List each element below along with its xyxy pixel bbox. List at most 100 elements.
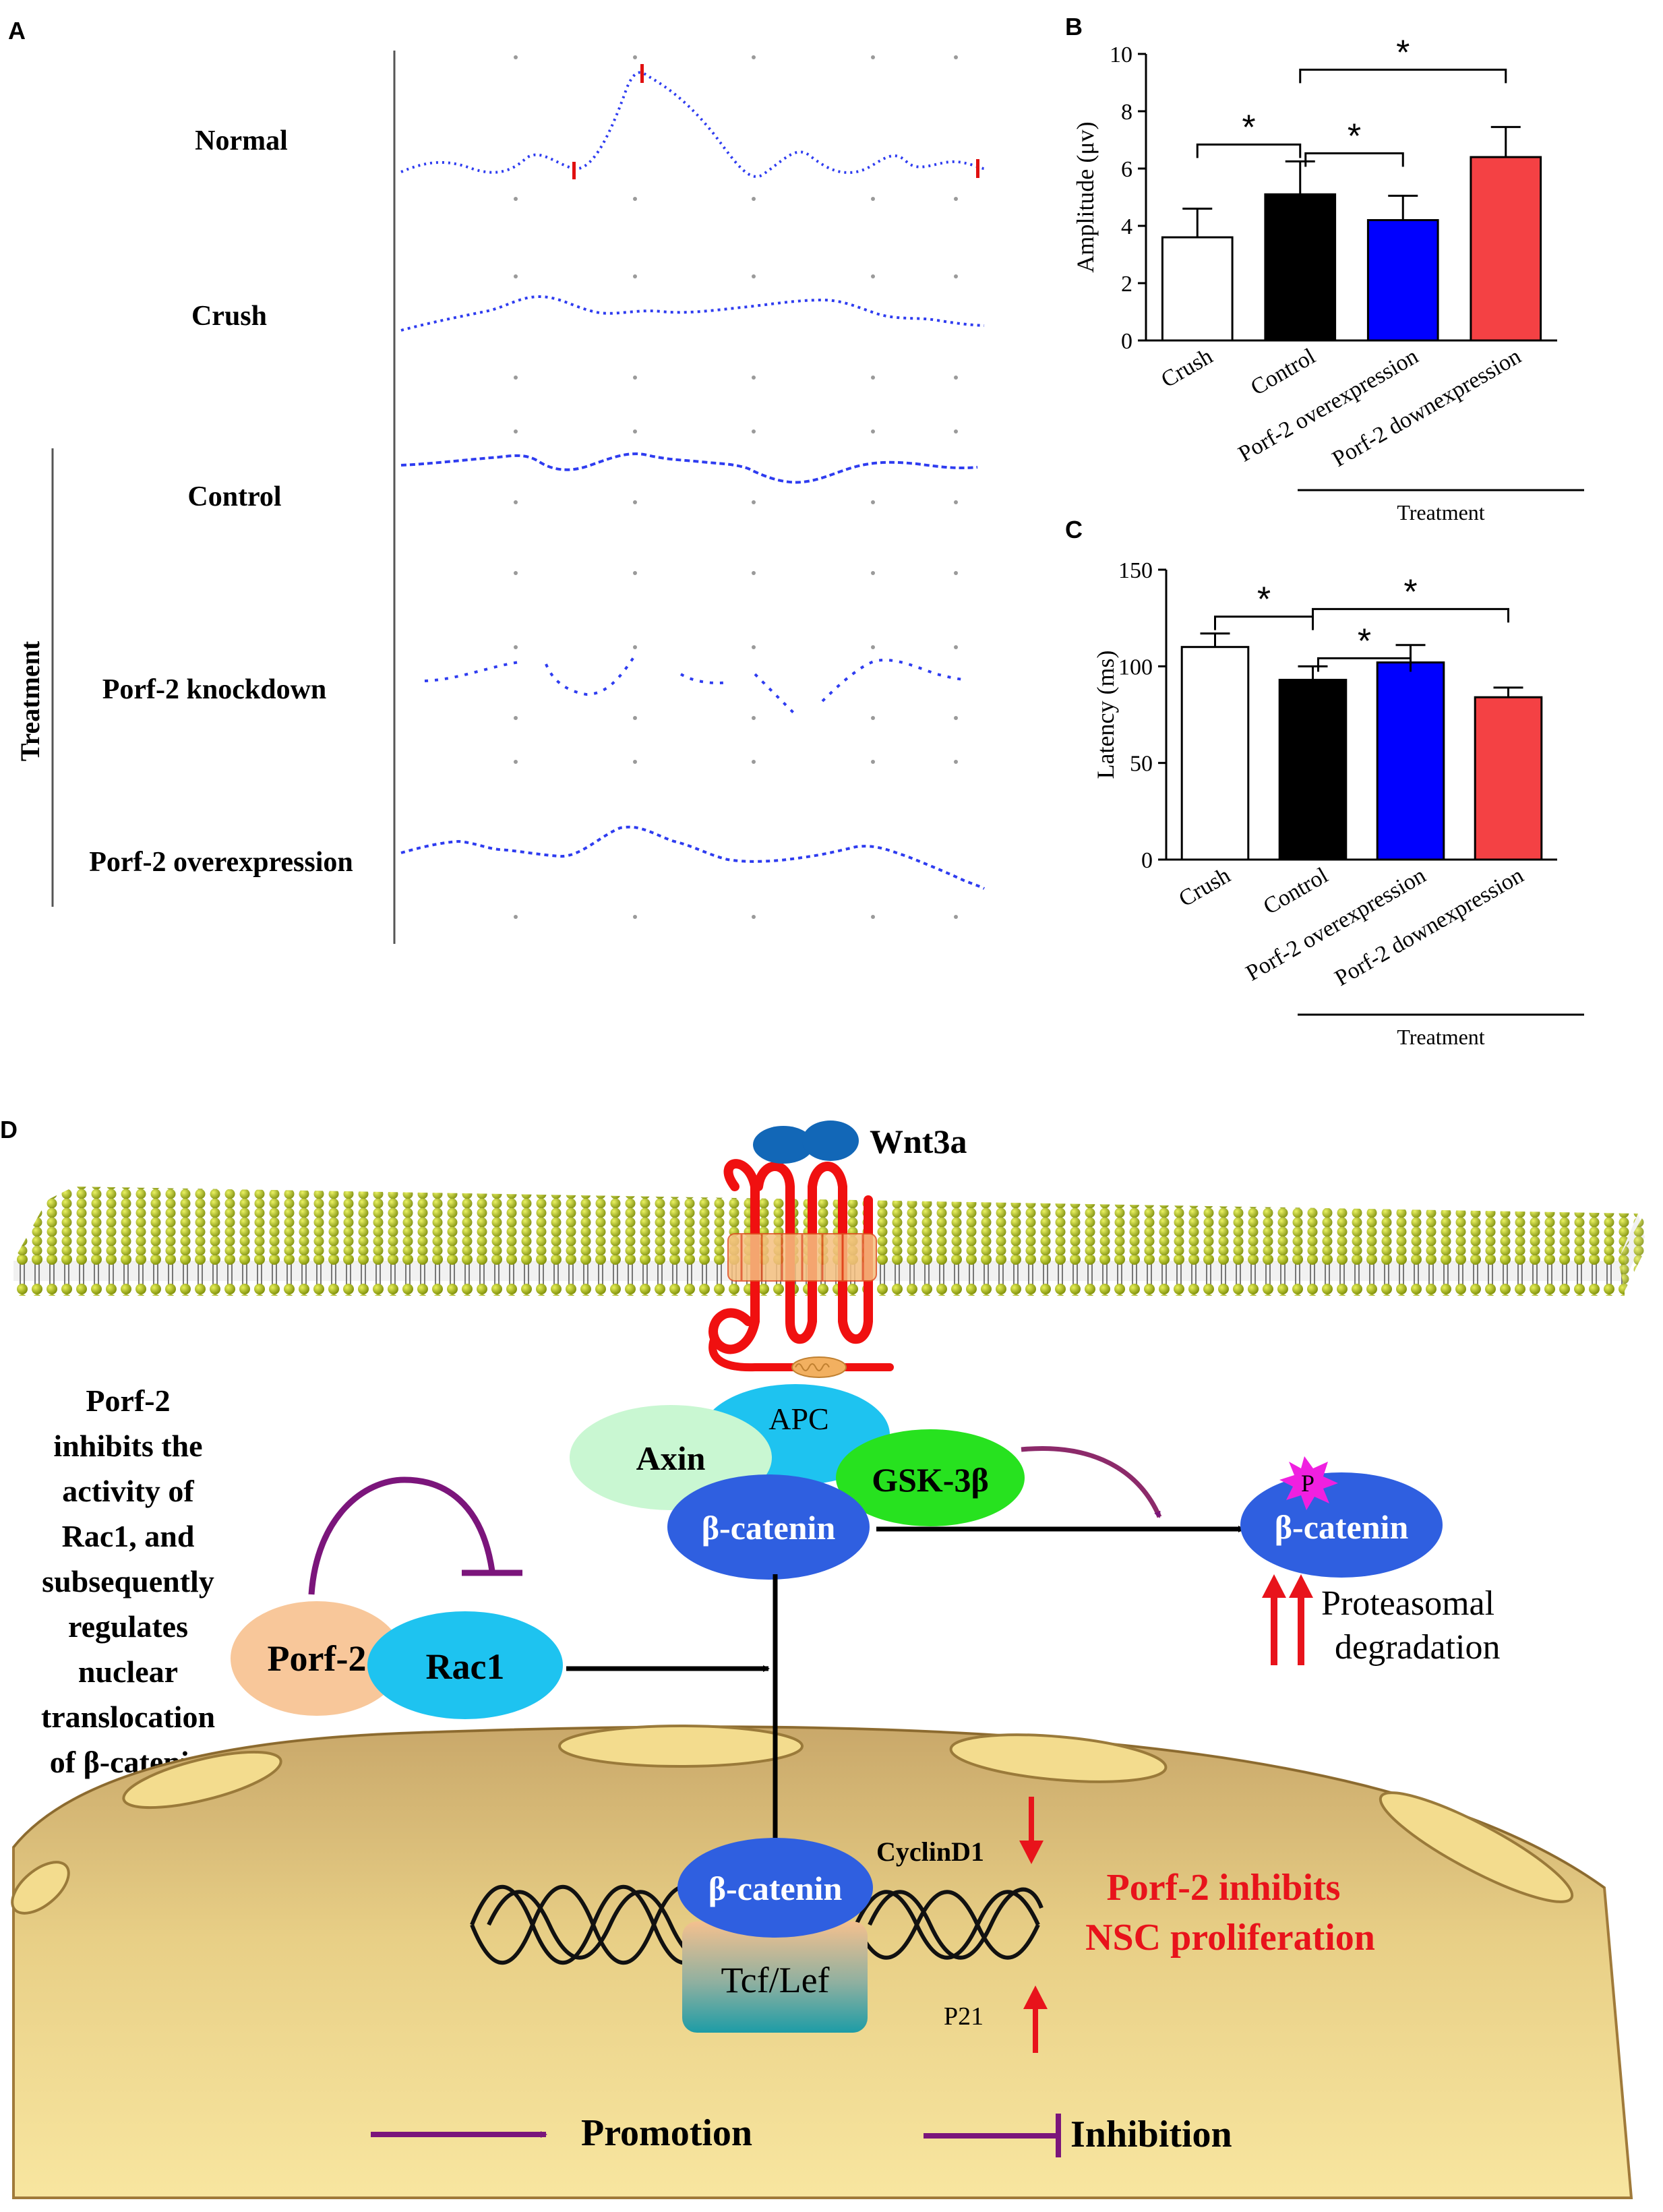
- x-tick-label: Porf-2 downexpression: [1331, 863, 1528, 991]
- y-tick-label: 0: [1141, 848, 1153, 873]
- trace-label-knockdown: Porf-2 knockdown: [102, 674, 327, 705]
- grid-dot: [954, 760, 958, 764]
- rac1-label: Rac1: [426, 1646, 505, 1687]
- bar: [1278, 678, 1348, 861]
- proteasomal-label: Proteasomal: [1321, 1584, 1494, 1623]
- y-axis-label: Latency (ms): [1092, 651, 1119, 779]
- wnt3a-label: Wnt3a: [870, 1123, 967, 1160]
- trace-label-normal: Normal: [195, 125, 288, 156]
- grid-dot: [633, 55, 637, 59]
- significance-bracket: [1312, 607, 1509, 623]
- wnt3a-ligand: Wnt3a: [753, 1120, 967, 1164]
- grid-dot: [871, 197, 875, 201]
- significance-star: *: [1348, 117, 1361, 156]
- significance-star: *: [1403, 572, 1417, 611]
- grid-dot: [633, 645, 637, 649]
- bar: [1474, 696, 1543, 861]
- panel-d: D: [0, 1116, 1645, 2199]
- grid-dot: [954, 429, 958, 434]
- significance-star: *: [1242, 108, 1255, 147]
- bar: [1376, 661, 1445, 861]
- note-line: activity of: [62, 1474, 194, 1508]
- tcf-lef-label: Tcf/Lef: [721, 1960, 829, 2000]
- grid-dot: [752, 429, 756, 434]
- grid-dot: [514, 571, 518, 575]
- grid-dot: [752, 197, 756, 201]
- trace-marker-end: [976, 159, 979, 178]
- beta-catenin-nuclear-label: β-catenin: [708, 1870, 843, 1907]
- grid-dot: [752, 55, 756, 59]
- y-tick-label: 50: [1130, 752, 1153, 777]
- significance-bracket: [1304, 152, 1404, 167]
- panel-a: A Treatment Normal Crush Control Porf-2 …: [8, 17, 986, 944]
- significance-bracket: [1214, 616, 1314, 630]
- grid-dot: [633, 716, 637, 720]
- cyclind1-label: CyclinD1: [876, 1836, 984, 1867]
- grid-dot: [752, 716, 756, 720]
- grid-dot: [954, 274, 958, 278]
- treatment-label: Treatment: [15, 640, 45, 761]
- trace-control: [400, 452, 978, 484]
- significance-bracket: [1317, 657, 1412, 672]
- bar: [1366, 219, 1439, 342]
- grid-dot: [752, 760, 756, 764]
- grid-dot: [871, 760, 875, 764]
- panel-c-letter: C: [1065, 516, 1083, 543]
- grid-dot: [633, 274, 637, 278]
- axin-label: Axin: [636, 1439, 706, 1477]
- note-line: inhibits the: [53, 1429, 202, 1463]
- grid-dot: [752, 376, 756, 380]
- grid-dot: [514, 376, 518, 380]
- trace-label-overexpression: Porf-2 overexpression: [89, 847, 353, 878]
- grid-dot: [954, 571, 958, 575]
- dna-helix: [470, 1884, 1044, 1965]
- y-axis-label: Amplitude (μv): [1072, 121, 1099, 272]
- grid-dot: [954, 500, 958, 504]
- x-tick-label: Control: [1259, 863, 1332, 920]
- grid-dot: [954, 645, 958, 649]
- grid-dot: [633, 760, 637, 764]
- grid-dot: [871, 274, 875, 278]
- legend-inhibition-label: Inhibition: [1070, 2114, 1232, 2155]
- grid-dot: [633, 915, 637, 919]
- x-tick-label: Porf-2 overexpression: [1234, 344, 1422, 467]
- porf2-inhibition-arc: [308, 1476, 495, 1595]
- grid-dot: [871, 500, 875, 504]
- y-tick-label: 2: [1121, 272, 1132, 297]
- significance-bracket: [1196, 143, 1302, 158]
- treatment-group-label: Treatment: [1397, 1025, 1484, 1049]
- degradation-label: degradation: [1335, 1628, 1500, 1667]
- apc-label: APC: [768, 1402, 828, 1436]
- beta-catenin-cytoplasmic-label: β-catenin: [702, 1509, 836, 1547]
- grid-dot: [633, 500, 637, 504]
- grid-dot: [954, 915, 958, 919]
- grid-dot: [871, 716, 875, 720]
- note-line: nuclear: [78, 1654, 178, 1689]
- note-line: subsequently: [42, 1564, 214, 1598]
- note-line: Porf-2: [86, 1383, 170, 1418]
- significance-star: *: [1358, 622, 1371, 661]
- grid-dot: [633, 571, 637, 575]
- rac1-protein: [367, 1611, 563, 1719]
- y-tick-label: 4: [1121, 214, 1132, 239]
- y-tick-label: 150: [1118, 558, 1153, 583]
- trace-knockdown: [424, 656, 965, 716]
- bar: [1161, 236, 1234, 342]
- beta-catenin-cytoplasmic: [667, 1474, 870, 1580]
- grid-dot: [633, 197, 637, 201]
- phosphate-label: P: [1301, 1470, 1314, 1497]
- grid-dot: [514, 274, 518, 278]
- phospho-beta-catenin: P β-catenin: [1240, 1456, 1443, 1578]
- grid-dot: [871, 55, 875, 59]
- grid-dot: [752, 274, 756, 278]
- y-tick-label: 8: [1121, 100, 1132, 125]
- grid-dot: [954, 716, 958, 720]
- grid-dot: [871, 571, 875, 575]
- grid-dot: [954, 197, 958, 201]
- cell-membrane: [13, 1187, 1645, 1296]
- grid-dot: [871, 376, 875, 380]
